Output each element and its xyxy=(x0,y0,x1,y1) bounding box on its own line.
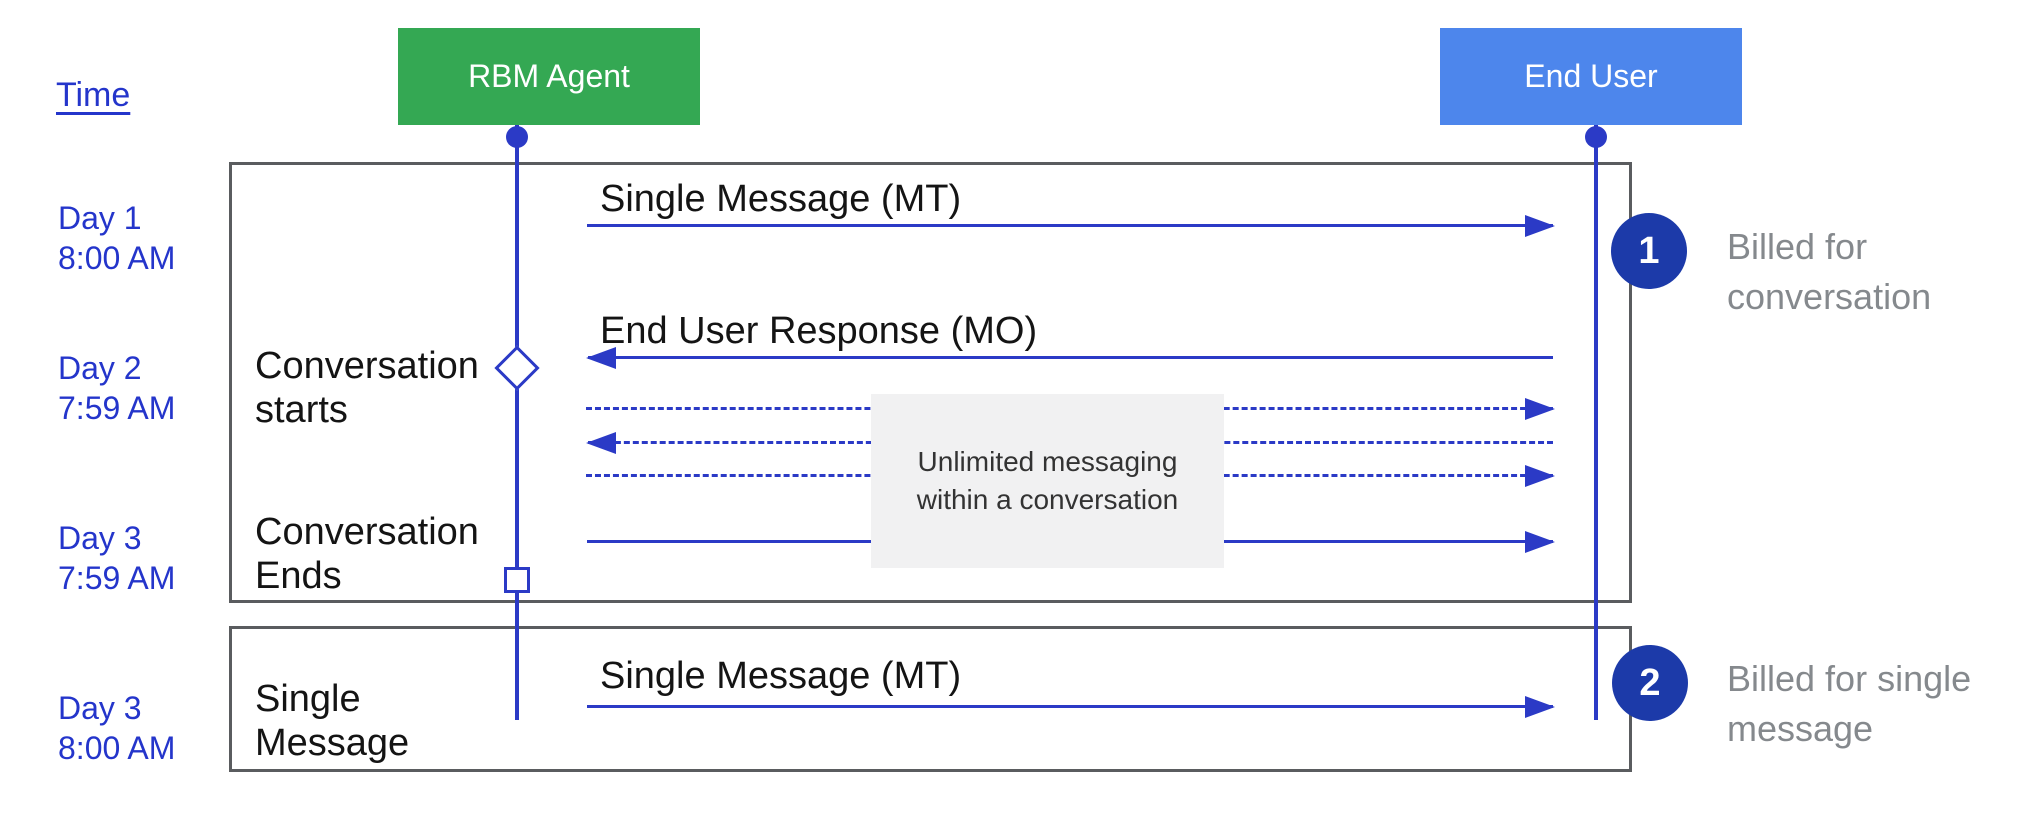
time-axis-link[interactable]: Time xyxy=(56,76,131,114)
timeline-day: Day 2 xyxy=(58,350,142,386)
timeline-time: 8:00 AM xyxy=(58,240,176,276)
arrowhead-left-icon xyxy=(586,432,616,454)
mo-message-arrow xyxy=(586,347,1553,369)
arrowhead-left-icon xyxy=(586,347,616,369)
timeline-label-day3-single: Day 3 8:00 AM xyxy=(58,688,175,768)
timeline-label-day1: Day 1 8:00 AM xyxy=(58,198,175,278)
end-user-lifeline xyxy=(1594,125,1598,720)
timeline-time: 7:59 AM xyxy=(58,560,176,596)
timeline-day: Day 3 xyxy=(58,690,142,726)
single-message-frame xyxy=(229,626,1632,772)
conversation-starts-label: Conversation starts xyxy=(255,345,479,432)
arrowhead-right-icon xyxy=(1525,696,1555,718)
timeline-day: Day 3 xyxy=(58,520,142,556)
mt-message-label-2: Single Message (MT) xyxy=(600,655,962,697)
agent-lifeline xyxy=(515,125,519,720)
billing-badge-1: 1 xyxy=(1611,213,1687,289)
arrowhead-right-icon xyxy=(1525,215,1555,237)
timeline-label-day2: Day 2 7:59 AM xyxy=(58,348,175,428)
single-mt-message-arrow xyxy=(587,696,1555,718)
actor-rbm-agent: RBM Agent xyxy=(398,28,700,125)
conversation-end-square-icon xyxy=(504,567,530,593)
unlimited-messaging-note: Unlimited messaging within a conversatio… xyxy=(871,394,1224,568)
single-message-side-label: Single Message xyxy=(255,678,410,765)
billed-for-conversation-label: Billed for conversation xyxy=(1727,226,1932,318)
billed-for-single-message-label: Billed for single message xyxy=(1727,658,1972,750)
timeline-time: 7:59 AM xyxy=(58,390,176,426)
timeline-day: Day 1 xyxy=(58,200,142,236)
actor-end-user: End User xyxy=(1440,28,1742,125)
arrowhead-right-icon xyxy=(1525,398,1555,420)
timeline-label-day3-end: Day 3 7:59 AM xyxy=(58,518,175,598)
billing-badge-2: 2 xyxy=(1612,645,1688,721)
conversation-ends-label: Conversation Ends xyxy=(255,511,479,598)
timeline-time: 8:00 AM xyxy=(58,730,176,766)
conversation-frame xyxy=(229,162,1632,603)
arrowhead-right-icon xyxy=(1525,465,1555,487)
arrowhead-right-icon xyxy=(1525,531,1555,553)
mt-message-arrow xyxy=(587,215,1555,237)
mt-message-label: Single Message (MT) xyxy=(600,178,962,220)
mo-message-label: End User Response (MO) xyxy=(600,310,1038,352)
